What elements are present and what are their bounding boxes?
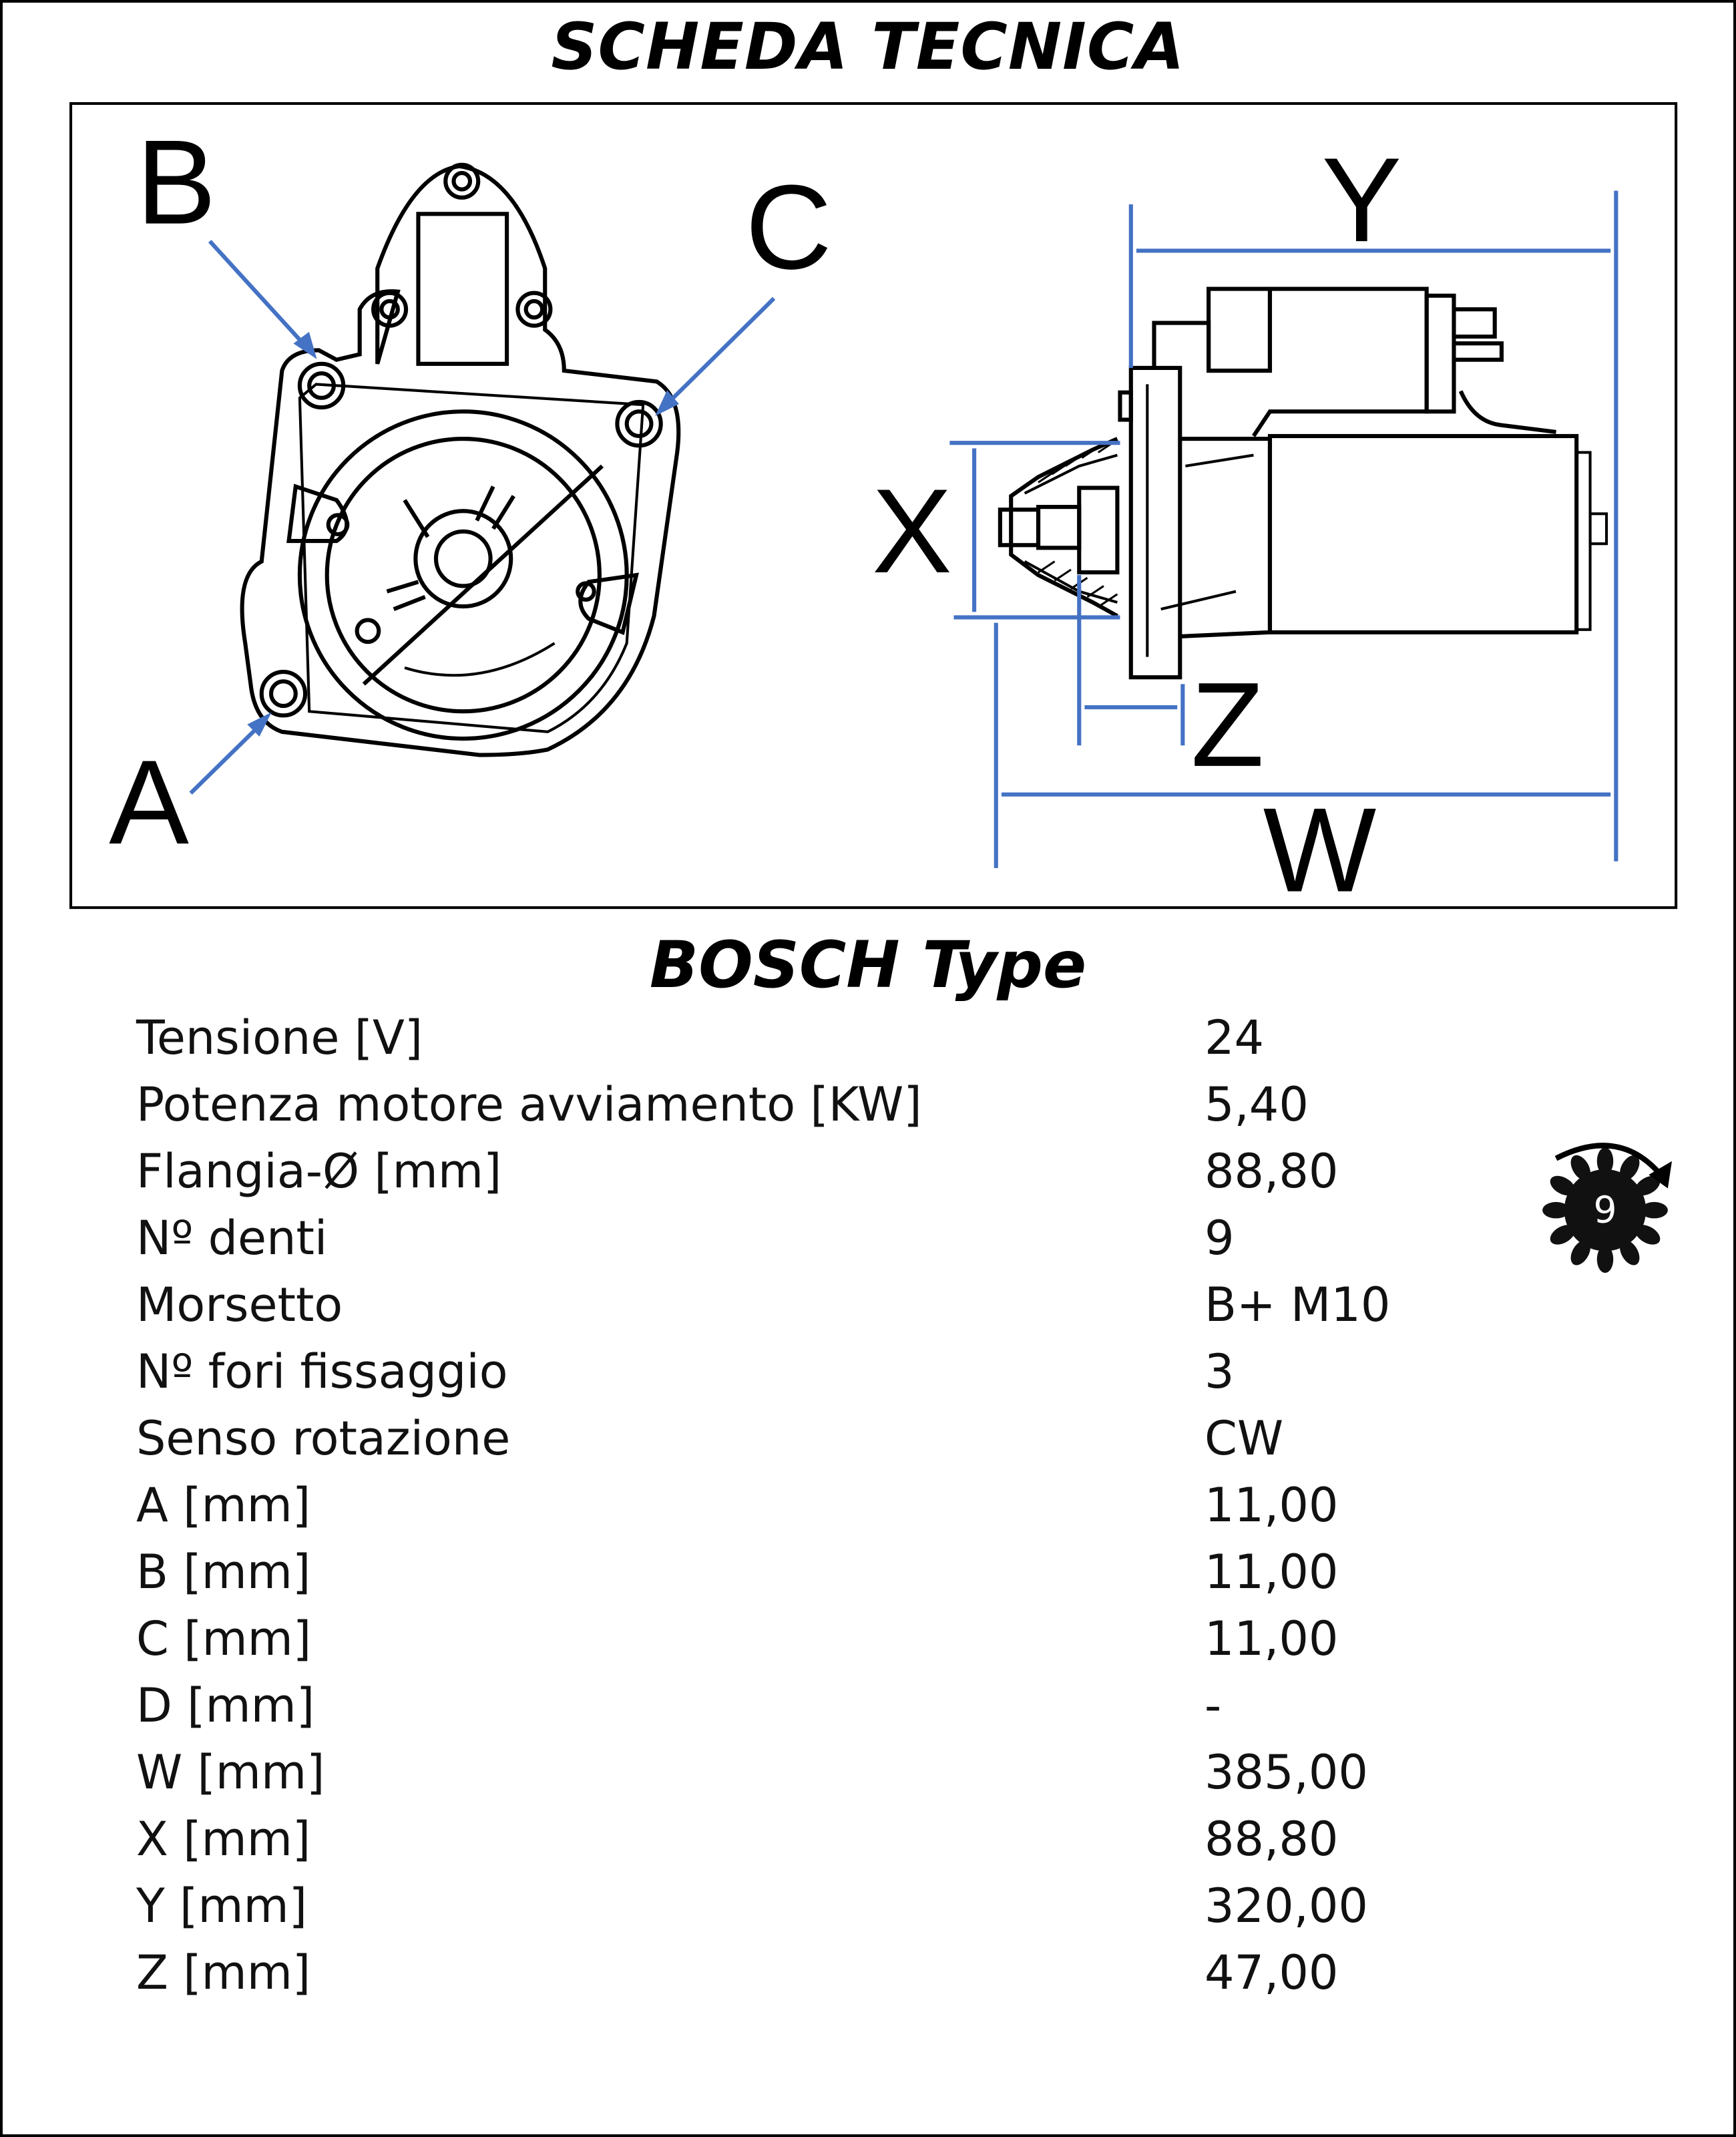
spec-row: B [mm] 11,00 [136, 1539, 1472, 1605]
spec-row: Nº fori fissaggio 3 [136, 1338, 1472, 1405]
spec-label: Senso rotazione [136, 1411, 511, 1466]
label-y: Y [1322, 133, 1402, 267]
spec-value: 47,00 [1205, 1945, 1339, 2000]
spec-label: Nº fori fissaggio [136, 1344, 508, 1399]
technical-drawing: B C A X Y Z W 9 [69, 102, 1678, 1274]
spec-row: Senso rotazione CW [136, 1405, 1472, 1472]
starter-side-view [998, 286, 1608, 680]
spec-label: W [mm] [136, 1745, 325, 1800]
spec-label: Flangia-Ø [mm] [136, 1144, 502, 1199]
gear-tooth [1542, 1201, 1570, 1219]
starter-front-view [240, 162, 681, 757]
rotation-arrow [1554, 1143, 1661, 1174]
spec-row: Morsetto B+ M10 [136, 1272, 1472, 1338]
gear-tooth [1635, 1225, 1661, 1245]
spec-value: 11,00 [1205, 1545, 1339, 1599]
spec-value: 88,80 [1205, 1812, 1339, 1867]
dimension-lines [189, 190, 1618, 868]
gear-body [1564, 1169, 1647, 1251]
spec-value: 9 [1205, 1211, 1235, 1266]
spec-row: Tensione [V] 24 [136, 1004, 1472, 1071]
spec-row: Potenza motore avviamento [KW] 5,40 [136, 1071, 1472, 1138]
spec-label: Morsetto [136, 1278, 343, 1332]
spec-row: Nº denti 9 [136, 1205, 1472, 1272]
page-title: SCHEDA TECNICA [551, 9, 1185, 84]
spec-label: Nº denti [136, 1211, 328, 1266]
rotation-arrowhead [1649, 1161, 1672, 1189]
gear-tooth [1570, 1155, 1590, 1181]
gear-tooth [1550, 1225, 1576, 1245]
gear-rotation-cw-icon [1542, 1143, 1672, 1274]
gear-tooth [1620, 1240, 1640, 1266]
spec-label: B [mm] [136, 1545, 311, 1599]
gear-tooth [1596, 1147, 1614, 1175]
gear-tooth [1641, 1201, 1668, 1219]
spec-row: Y [mm] 320,00 [136, 1873, 1472, 1939]
spec-value: 5,40 [1205, 1077, 1309, 1132]
spec-label: Potenza motore avviamento [KW] [136, 1077, 922, 1132]
spec-value: 24 [1205, 1010, 1265, 1065]
label-a: A [109, 735, 189, 869]
spec-label: X [mm] [136, 1812, 311, 1867]
spec-value: B+ M10 [1205, 1278, 1391, 1332]
label-z: Z [1191, 658, 1265, 792]
spec-label: Z [mm] [136, 1945, 311, 2000]
label-x: X [872, 464, 952, 598]
gear-tooth [1635, 1175, 1661, 1196]
product-type-heading: BOSCH Type [649, 928, 1087, 1002]
spec-label: A [mm] [136, 1478, 311, 1533]
spec-value: 385,00 [1205, 1745, 1368, 1800]
spec-row: A [mm] 11,00 [136, 1472, 1472, 1539]
dimension-letters: B C A X Y Z W [109, 116, 1401, 918]
spec-row: W [mm] 385,00 [136, 1739, 1472, 1806]
spec-label: Y [mm] [136, 1879, 308, 1933]
spec-value: CW [1205, 1411, 1284, 1466]
gear-tooth [1620, 1155, 1640, 1181]
spec-row: D [mm] - [136, 1672, 1472, 1739]
spec-label: D [mm] [136, 1678, 315, 1733]
label-c: C [745, 160, 832, 295]
spec-value: 88,80 [1205, 1144, 1339, 1199]
spec-label: Tensione [V] [136, 1010, 423, 1065]
gear-tooth [1596, 1245, 1614, 1274]
gear-tooth [1550, 1175, 1576, 1196]
spec-row: X [mm] 88,80 [136, 1806, 1472, 1873]
spec-value: - [1205, 1678, 1222, 1733]
spec-row: C [mm] 11,00 [136, 1605, 1472, 1672]
spec-row: Flangia-Ø [mm] 88,80 [136, 1138, 1472, 1205]
spec-row: Z [mm] 47,00 [136, 1939, 1472, 2006]
spec-value: 3 [1205, 1344, 1235, 1399]
spec-label: C [mm] [136, 1611, 312, 1666]
label-b: B [136, 116, 216, 250]
spec-value: 11,00 [1205, 1611, 1339, 1666]
spec-value: 11,00 [1205, 1478, 1339, 1533]
label-w: W [1263, 783, 1377, 918]
gear-teeth-count: 9 [1593, 1189, 1616, 1231]
gear-tooth [1570, 1240, 1590, 1266]
spec-value: 320,00 [1205, 1879, 1368, 1933]
drawing-frame [69, 102, 1678, 910]
